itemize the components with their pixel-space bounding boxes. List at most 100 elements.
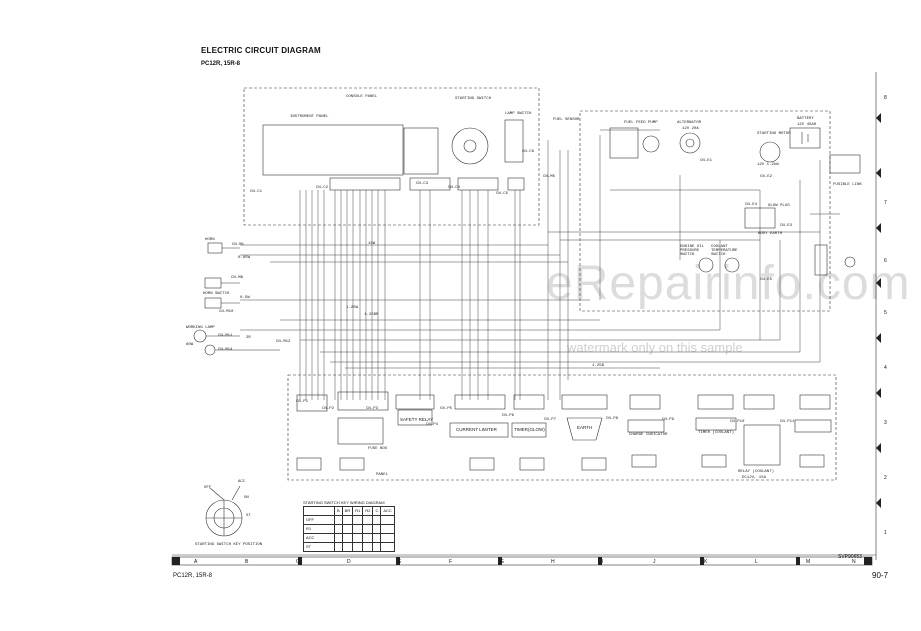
grid-col-h: H (551, 559, 555, 565)
key-position-label: STARTING SWITCH KEY POSITION (195, 543, 263, 547)
key-pos-off: OFF (204, 486, 212, 490)
fuel-sensor-label: FUEL SENSOR (553, 118, 580, 122)
grid-col-c: C (296, 559, 300, 565)
connector-c1: CN-C1 (250, 190, 263, 194)
connector-m11: CN-M11 (218, 334, 233, 338)
switch-table-pos: ACC (303, 533, 335, 543)
watermark-brand: eRepairinfo.com (546, 257, 911, 310)
wire-label-2r: 2R (246, 336, 251, 340)
engine-boundary (579, 110, 831, 312)
wire-label-15w: 15W (368, 242, 376, 246)
switch-table-row: ACC (303, 533, 395, 543)
wire-label-125b: 1.25B (592, 364, 605, 368)
connector-m5: CN-M5 (543, 175, 556, 179)
grid-row-7: 7 (884, 200, 887, 206)
grid-col-i: I (602, 559, 604, 565)
connector-p8: CN-P8 (606, 417, 619, 421)
switch-table-row: ST (303, 542, 395, 552)
grid-col-e: E (398, 559, 402, 565)
watermark-note: watermark only on this sample (567, 340, 743, 355)
connector-e5: CN-E5 (760, 278, 773, 282)
connector-e1: CN-E1 (700, 159, 713, 163)
grid-row-5: 5 (884, 310, 887, 316)
instrument-panel-box (262, 124, 404, 176)
diagram-title: ELECTRIC CIRCUIT DIAGRAM (201, 46, 321, 55)
glow-plug-label: GLOW PLUG (768, 204, 790, 208)
starting-switch-label: STARTING SWITCH (455, 97, 492, 101)
wire-label-05w: 0.5W (240, 296, 250, 300)
working-lamp-label: WORKING LAMP (186, 326, 215, 330)
console-boundary (243, 87, 540, 226)
grid-col-f: F (449, 559, 453, 565)
connector-m10: CN-M10 (219, 310, 234, 314)
grid-col-m: M (806, 559, 811, 565)
connector-p1: CN-P1 (296, 400, 309, 404)
connector-p10: CN-P10 (730, 420, 745, 424)
starting-motor-label: STARTING MOTOR (757, 132, 791, 136)
grid-row-4: 4 (884, 365, 887, 371)
switch-table-pos: ST (303, 542, 335, 552)
fuse-box-label: FUSE BOX (368, 447, 388, 451)
page-number: 90-7 (872, 571, 889, 580)
grid-col-d: D (347, 559, 351, 565)
relay-coolant-label: RELAY (COOLANT) (738, 470, 775, 474)
connector-p7: CN-P7 (544, 418, 557, 422)
coolant-temp-label: COOLANT TEMPERATURE SWITCH (711, 245, 738, 257)
connector-c5: CN-C5 (496, 192, 509, 196)
grid-col-n: N (852, 559, 856, 565)
battery-spec: 12V 45AH (797, 123, 817, 127)
footer-model: PC12R, 15R-8 (173, 573, 213, 579)
connector-e3: CN-E3 (780, 224, 793, 228)
wire-label-125w: 1.25W (346, 306, 359, 310)
grid-row-1: 1 (884, 530, 887, 536)
grid-row-8: 8 (884, 95, 887, 101)
horn-label: HORN (205, 238, 215, 242)
key-pos-on: ON (244, 496, 249, 500)
relay-spec: DC12V, 15A (742, 476, 767, 480)
grid-row-6: 6 (884, 258, 887, 264)
grid-row-2: 2 (884, 475, 887, 481)
starting-motor-spec: 12V 1.2kW (757, 163, 779, 167)
connector-m14: CN-M14 (218, 348, 233, 352)
switch-table-h5: C (372, 506, 382, 516)
earth-label: EARTH (577, 425, 593, 430)
current-limiter-label: CURRENT LIMITER (456, 427, 497, 432)
connector-m1: CN-M1 (232, 243, 245, 247)
wire-label-085w: 0.85W (238, 256, 251, 260)
connector-c6: CN-C6 (522, 150, 535, 154)
switch-table: B BR R1 R2 C ACC OFF R1 ACC ST (303, 506, 395, 552)
connector-m12: CN-M12 (276, 340, 291, 344)
fusible-link-label: FUSIBLE LINK (833, 183, 862, 187)
connector-p4: CN-P4 (426, 423, 439, 427)
grid-row-3: 3 (884, 420, 887, 426)
grid-col-l: L (755, 559, 758, 565)
timer-coolant-label: TIMER (COOLANT) (698, 431, 735, 435)
connector-p11: CN-P11 (780, 420, 795, 424)
grid-col-a: A (194, 559, 198, 565)
switch-table-title: STARTING SWITCH KEY WIRING DIAGRAM (303, 500, 385, 505)
connector-e4: CN-E4 (745, 203, 758, 207)
body-earth-label: BODY EARTH (758, 232, 783, 236)
switch-table-pos: OFF (303, 515, 335, 525)
switch-table-h0 (303, 506, 335, 516)
model-label: PC12R, 15R-8 (201, 61, 241, 67)
grid-col-k: K (704, 559, 708, 565)
switch-table-h6: ACC (380, 506, 395, 516)
switch-table-row: OFF (303, 515, 395, 525)
oil-pressure-label: ENGINE OIL PRESSURE SWITCH (680, 245, 705, 257)
console-panel-label: CONSOLE PANEL (346, 95, 378, 99)
wire-label-125br: 1.25BR (364, 313, 379, 317)
connector-m8: CN-M8 (231, 276, 244, 280)
connector-p9: CN-P9 (662, 418, 675, 422)
panel-boundary (287, 374, 837, 481)
grid-col-j: J (653, 559, 656, 565)
fuel-feed-pump-label: FUEL FEED PUMP (624, 121, 658, 125)
connector-p3: CN-P3 (366, 407, 379, 411)
safety-relay-label: SAFETY RELAY (400, 417, 434, 422)
charge-indicator-label: CHARGE INDICATOR (629, 433, 668, 437)
switch-table-h3: R1 (352, 506, 364, 516)
lamp-switch-label: LAMP SWITCH (505, 112, 532, 116)
lamp-spec: 60W (186, 343, 194, 347)
key-pos-acc: ACC (238, 480, 246, 484)
